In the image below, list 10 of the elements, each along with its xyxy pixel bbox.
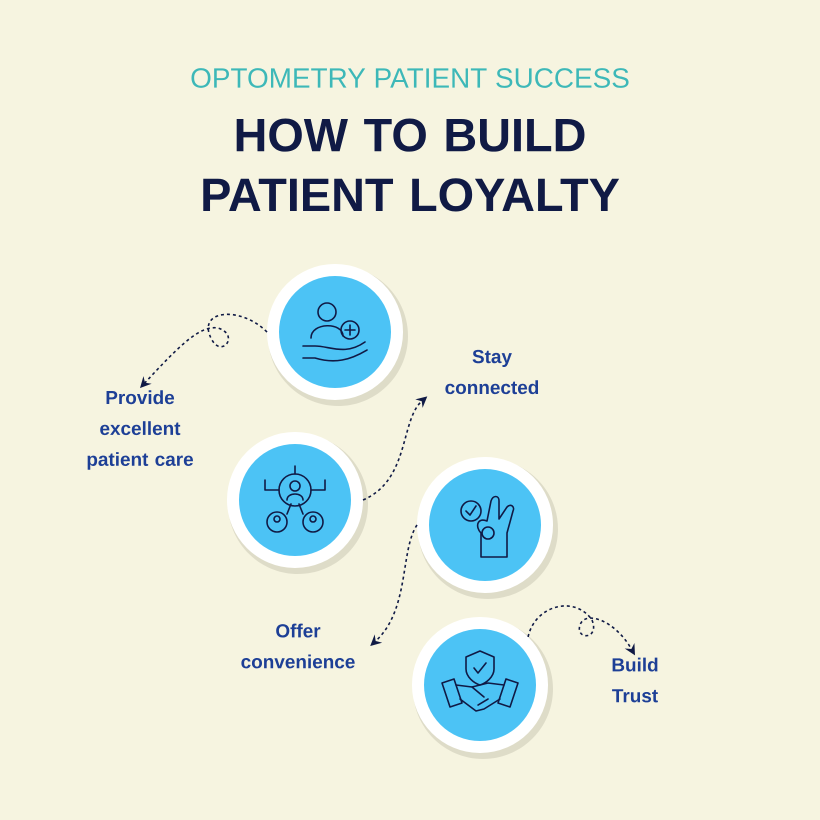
icon-circle: [412, 617, 553, 759]
icon-circle: [417, 457, 558, 599]
icon-circle: [227, 432, 368, 574]
step-label: Offer convenience: [241, 624, 355, 668]
step-label: Stay connected: [445, 350, 538, 394]
step-label: Build Trust: [612, 658, 658, 702]
title: HOW TO BUILD PATIENT LOYALTY: [203, 118, 620, 212]
step-label: Provide excellent patient care: [88, 390, 193, 470]
icon-circle: [267, 264, 408, 406]
subtitle: OPTOMETRY PATIENT SUCCESS: [192, 68, 629, 88]
